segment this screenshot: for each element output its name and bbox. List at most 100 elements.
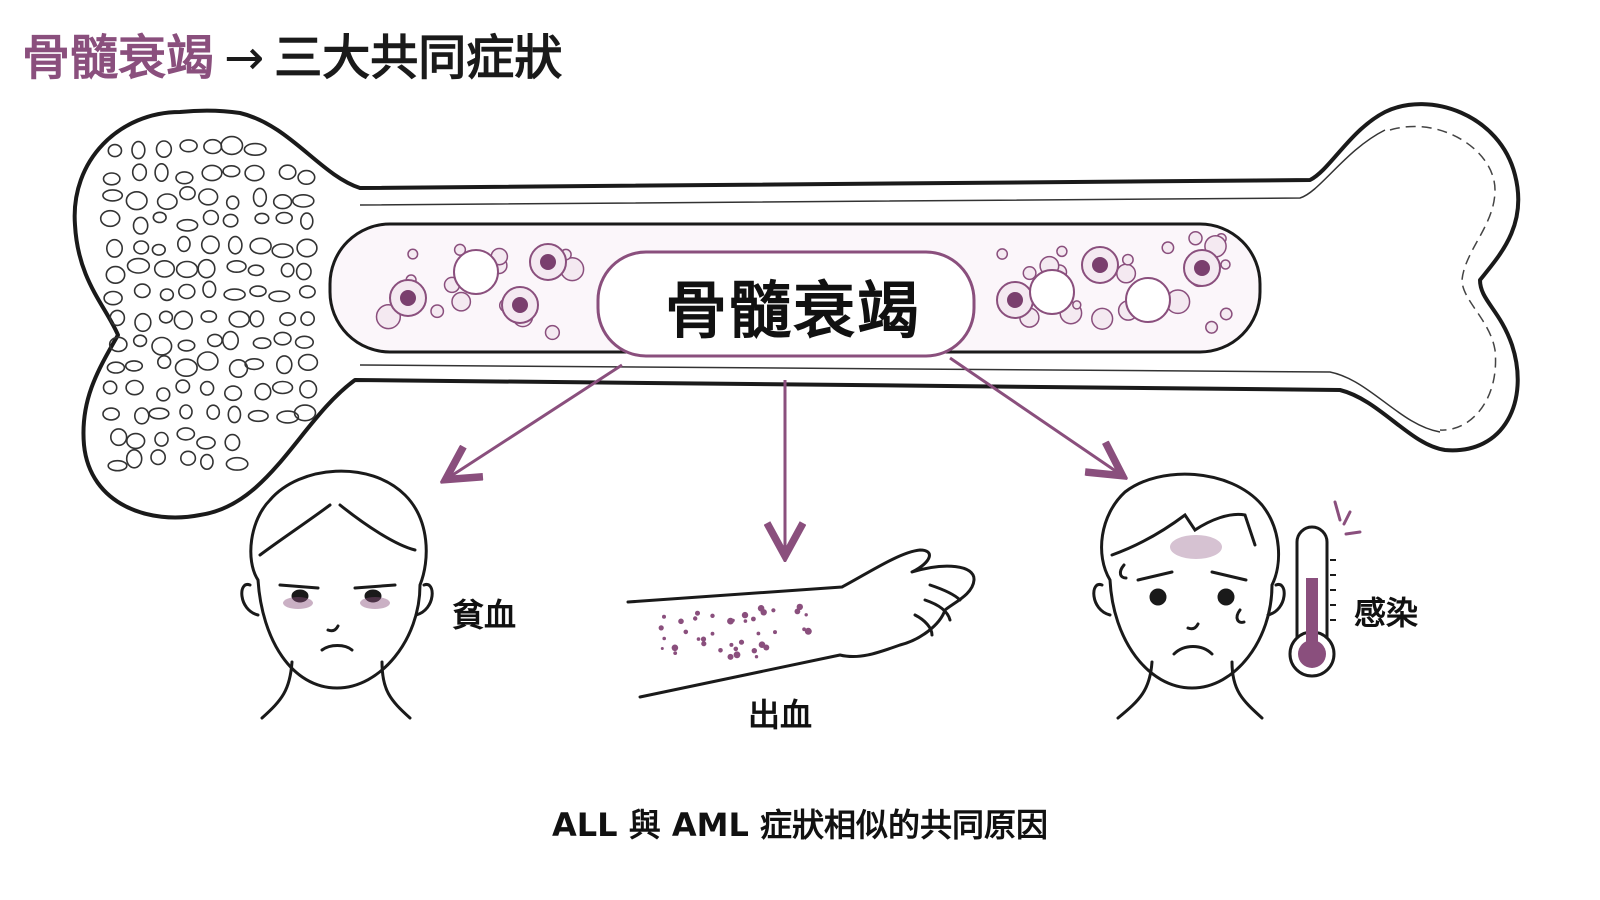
petechia-dot xyxy=(773,630,777,635)
spongy-cell xyxy=(102,380,118,395)
petechia-dot xyxy=(804,613,808,617)
spongy-cell xyxy=(158,310,174,324)
spongy-cell xyxy=(150,449,166,466)
spongy-cell xyxy=(131,163,148,182)
spongy-cell xyxy=(220,135,244,156)
spongy-cell xyxy=(291,193,315,208)
large-marrow-cell-nucleus xyxy=(540,254,556,270)
spongy-cell xyxy=(226,259,247,273)
spongy-cell xyxy=(179,404,193,420)
marrow-cell xyxy=(1188,230,1203,246)
petechia-dot xyxy=(733,646,739,652)
bone-inner-contour xyxy=(359,129,1386,206)
marrow-cell xyxy=(1205,320,1219,334)
spongy-cell xyxy=(155,140,173,159)
spongy-cell xyxy=(293,404,317,422)
spongy-cell xyxy=(244,164,265,182)
marrow-cell xyxy=(1219,307,1233,321)
spongy-cell xyxy=(125,379,144,396)
spongy-cell xyxy=(124,360,144,372)
marrow-cell xyxy=(430,304,445,319)
spongy-cell xyxy=(176,235,191,253)
petechia-dot xyxy=(733,651,741,659)
spongy-cell xyxy=(227,235,243,255)
spongy-cell xyxy=(299,212,314,230)
spongy-cell xyxy=(296,238,318,258)
petechia-dot xyxy=(771,608,776,613)
petechia-dot xyxy=(743,619,748,623)
spongy-cell xyxy=(206,404,221,421)
arm-illustration xyxy=(626,548,976,699)
petechia-dot xyxy=(700,636,707,642)
spongy-cell xyxy=(198,188,219,206)
petechia-dot xyxy=(662,636,666,641)
spongy-cell xyxy=(99,209,121,228)
petechia-dot xyxy=(729,642,734,647)
spongy-cell xyxy=(201,164,223,182)
large-marrow-cell-nucleus xyxy=(1007,292,1023,308)
petechia-dot xyxy=(696,637,701,641)
spongy-cell xyxy=(199,380,215,396)
spongy-cell xyxy=(159,288,175,302)
marrow-cell xyxy=(1072,300,1082,310)
marrow-cell xyxy=(1091,307,1114,330)
spongy-cell xyxy=(247,264,265,277)
spongy-cell xyxy=(175,260,199,279)
marrow-cell xyxy=(1161,241,1175,255)
spongy-cell xyxy=(107,459,128,472)
spongy-cell xyxy=(297,169,316,185)
spongy-cell xyxy=(133,283,151,299)
marrow-cell xyxy=(453,243,467,256)
spongy-cell xyxy=(156,193,178,210)
petechia-dot xyxy=(804,627,812,635)
spongy-cell xyxy=(273,331,292,346)
petechia-dot xyxy=(658,625,664,631)
petechia-dot xyxy=(751,648,757,654)
petechia-dot xyxy=(695,610,700,616)
spongy-cell xyxy=(276,410,300,424)
petechia-dot xyxy=(671,644,679,652)
spongy-cell xyxy=(225,456,249,471)
spongy-cell xyxy=(222,213,239,228)
symptom-label-anemia: 貧血 xyxy=(452,596,517,634)
spongy-cell xyxy=(271,380,294,395)
spongy-cell xyxy=(148,407,170,420)
bleeding-petechiae xyxy=(658,603,812,660)
spongy-cell xyxy=(133,240,150,255)
petechia-dot xyxy=(701,641,707,647)
symptom-label-infection: 感染 xyxy=(1354,594,1419,632)
spongy-cell xyxy=(108,336,128,353)
spongy-cell xyxy=(154,163,169,183)
spongy-cell xyxy=(175,171,194,185)
spongy-cell xyxy=(157,354,172,369)
petechia-dot xyxy=(710,613,715,618)
spongy-cell xyxy=(196,351,219,371)
spongy-cell xyxy=(243,142,267,156)
spongy-cell xyxy=(176,427,196,441)
spongy-cell xyxy=(244,358,265,371)
marrow-cell xyxy=(407,248,419,260)
spongy-cell xyxy=(222,165,241,178)
marrow-cell xyxy=(1220,259,1231,270)
arrow-to-anemia xyxy=(448,363,623,478)
spongy-cell xyxy=(152,211,167,224)
spongy-cell xyxy=(278,164,297,180)
spongy-cell xyxy=(125,191,148,211)
petechia-dot xyxy=(673,651,678,655)
spongy-cell xyxy=(177,339,196,352)
spongy-cell xyxy=(106,361,126,374)
petechia-dot xyxy=(757,605,765,612)
petechia-dot xyxy=(756,631,761,636)
spongy-cell xyxy=(132,334,148,348)
petechia-dot xyxy=(751,616,756,622)
large-marrow-cell-nucleus xyxy=(1194,260,1210,276)
spongy-cell xyxy=(224,433,241,452)
empty-marrow-cell xyxy=(1029,269,1075,315)
spongy-cell xyxy=(174,358,198,378)
marrow-cell xyxy=(451,291,472,312)
petechia-dot xyxy=(796,603,803,611)
center-label-box xyxy=(596,250,976,358)
petechia-dot xyxy=(662,614,666,619)
petechia-dot xyxy=(727,653,734,660)
petechia-dot xyxy=(731,618,735,623)
